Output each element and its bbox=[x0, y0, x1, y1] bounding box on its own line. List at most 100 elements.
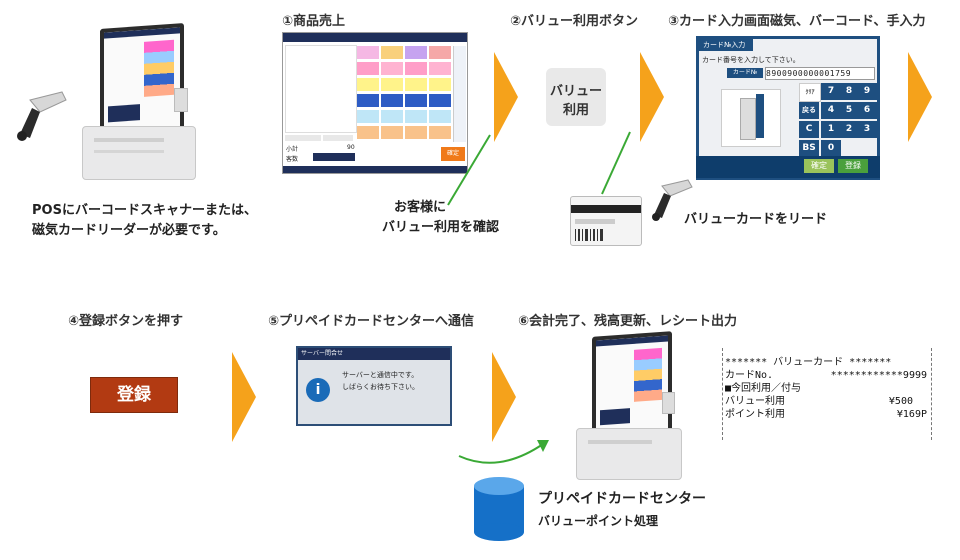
green-connector-2 bbox=[601, 131, 631, 195]
green-return-arrow bbox=[458, 440, 549, 464]
product-tile[interactable] bbox=[405, 126, 427, 139]
count-label: 客数 bbox=[286, 156, 299, 163]
product-tile[interactable] bbox=[357, 46, 379, 59]
value-use-button[interactable]: バリュー 利用 bbox=[546, 68, 606, 126]
step-2-title: ②バリュー利用ボタン bbox=[510, 14, 639, 29]
key-0[interactable]: 0 bbox=[821, 140, 841, 157]
product-tile[interactable] bbox=[405, 110, 427, 123]
footer-register-button[interactable]: 登録 bbox=[838, 159, 868, 173]
flow-arrow-2 bbox=[640, 52, 664, 142]
value-card-icon bbox=[570, 196, 642, 246]
server-dialog-title: サーバー問合せ bbox=[298, 348, 450, 360]
product-tile[interactable] bbox=[357, 110, 379, 123]
receipt-point-label: ポイント利用 bbox=[725, 409, 785, 420]
receipt-card-number: ************9999 bbox=[830, 370, 927, 381]
receipt-line-2: カードNo. ************9999 bbox=[725, 369, 931, 382]
key-8[interactable]: 8 bbox=[839, 83, 859, 100]
product-tile[interactable] bbox=[357, 78, 379, 91]
product-tile[interactable] bbox=[405, 78, 427, 91]
product-tile[interactable] bbox=[429, 62, 451, 75]
step-3-title: ③カード入力画面磁気、バーコード、手入力 bbox=[668, 14, 926, 29]
step-6-title: ⑥会計完了、残高更新、レシート出力 bbox=[518, 314, 738, 329]
footer-confirm-button[interactable]: 確定 bbox=[804, 159, 834, 173]
confirm-line-1: お客様に bbox=[394, 200, 447, 215]
receipt-line-4: バリュー利用 ¥500 bbox=[725, 395, 931, 408]
card-field-label: カード№ bbox=[727, 68, 763, 78]
receipt-value-label: バリュー利用 bbox=[725, 396, 785, 407]
register-confirm-button[interactable]: 確定 bbox=[441, 147, 465, 161]
subtotal-label: 小計 bbox=[286, 146, 299, 153]
product-tile[interactable] bbox=[429, 110, 451, 123]
key-6[interactable]: 6 bbox=[857, 102, 877, 119]
card-number-field[interactable]: 8900900000001759 bbox=[765, 67, 875, 80]
pos-requirement-caption: POSにバーコードスキャナーまたは、 磁気カードリーダーが必要です。 bbox=[32, 201, 272, 241]
value-button-line-2: 利用 bbox=[562, 103, 589, 118]
receipt-card-label: カードNo. bbox=[725, 370, 774, 381]
card-screen-title: カード№入力 bbox=[699, 39, 753, 51]
product-tile[interactable] bbox=[381, 110, 403, 123]
pos-req-line-1: POSにバーコードスキャナーまたは、 bbox=[32, 203, 257, 218]
register-screen: 小計 90 客数 確定 bbox=[282, 32, 468, 174]
product-tile[interactable] bbox=[357, 94, 379, 107]
flow-arrow-3 bbox=[908, 52, 932, 142]
receipt-line-1: ******* バリューカード ******* bbox=[725, 357, 892, 368]
receipt-line-5: ポイント利用 ¥169P bbox=[725, 408, 931, 421]
key-4[interactable]: 4 bbox=[821, 102, 841, 119]
product-tile[interactable] bbox=[429, 78, 451, 91]
key-7[interactable]: 7 bbox=[821, 83, 841, 100]
product-tile[interactable] bbox=[405, 62, 427, 75]
key-2[interactable]: 2 bbox=[839, 121, 859, 138]
card-read-caption: バリューカードをリード bbox=[684, 212, 828, 227]
product-tile[interactable] bbox=[381, 62, 403, 75]
product-tile[interactable] bbox=[429, 126, 451, 139]
receipt: ******* バリューカード ******* カードNo. *********… bbox=[722, 348, 932, 440]
product-tile[interactable] bbox=[381, 126, 403, 139]
product-tile[interactable] bbox=[381, 94, 403, 107]
key-clear[interactable]: ｸﾘｱ bbox=[799, 83, 821, 102]
server-msg-2: しばらくお待ち下さい。 bbox=[342, 383, 419, 391]
receipt-point-amount: ¥169P bbox=[896, 409, 927, 420]
receipt-value-amount: ¥500 bbox=[888, 396, 913, 407]
database-icon bbox=[472, 476, 526, 542]
register-button[interactable]: 登録 bbox=[90, 377, 178, 413]
key-5[interactable]: 5 bbox=[839, 102, 859, 119]
key-3[interactable]: 3 bbox=[857, 121, 877, 138]
confirm-caption: お客様に バリュー利用を確認 bbox=[382, 198, 532, 238]
step-1-title: ①商品売上 bbox=[282, 14, 346, 29]
product-tile[interactable] bbox=[405, 46, 427, 59]
confirm-line-2: バリュー利用を確認 bbox=[382, 220, 500, 235]
key-1[interactable]: 1 bbox=[821, 121, 841, 138]
flow-arrow-4 bbox=[232, 352, 256, 442]
green-connector-1 bbox=[447, 134, 491, 206]
pos-req-line-2: 磁気カードリーダーが必要です。 bbox=[32, 223, 226, 238]
flow-arrow-1 bbox=[494, 52, 518, 142]
product-tile[interactable] bbox=[357, 62, 379, 75]
center-sub: バリューポイント処理 bbox=[538, 514, 659, 528]
key-c[interactable]: C bbox=[799, 121, 819, 138]
key-bs[interactable]: BS bbox=[799, 140, 819, 157]
product-tile[interactable] bbox=[429, 46, 451, 59]
card-screen-footer: 確定 登録 bbox=[696, 156, 880, 178]
card-reader-illustration bbox=[721, 89, 781, 147]
receipt-line-3: ■今回利用／付与 bbox=[725, 383, 802, 394]
pos-terminal-1 bbox=[70, 18, 210, 188]
step-4-title: ④登録ボタンを押す bbox=[68, 314, 184, 329]
key-9[interactable]: 9 bbox=[857, 83, 877, 100]
key-back[interactable]: 戻る bbox=[799, 102, 819, 119]
product-tile[interactable] bbox=[405, 94, 427, 107]
flow-arrow-5 bbox=[492, 352, 516, 442]
server-msg-1: サーバーと通信中です。 bbox=[342, 371, 419, 379]
pos-terminal-2 bbox=[566, 330, 696, 490]
info-icon: i bbox=[306, 378, 330, 402]
card-screen-prompt: カード番号を入力して下さい。 bbox=[702, 56, 800, 64]
barcode-scanner-icon bbox=[646, 178, 696, 228]
product-tile[interactable] bbox=[357, 126, 379, 139]
subtotal-value: 90 bbox=[347, 144, 355, 151]
value-button-line-1: バリュー bbox=[549, 84, 602, 99]
product-tile[interactable] bbox=[429, 94, 451, 107]
step-5-title: ⑤プリペイドカードセンターへ通信 bbox=[268, 314, 475, 329]
product-tile[interactable] bbox=[381, 46, 403, 59]
register-header bbox=[283, 33, 467, 42]
center-name: プリペイドカードセンター bbox=[538, 491, 706, 507]
product-tile[interactable] bbox=[381, 78, 403, 91]
